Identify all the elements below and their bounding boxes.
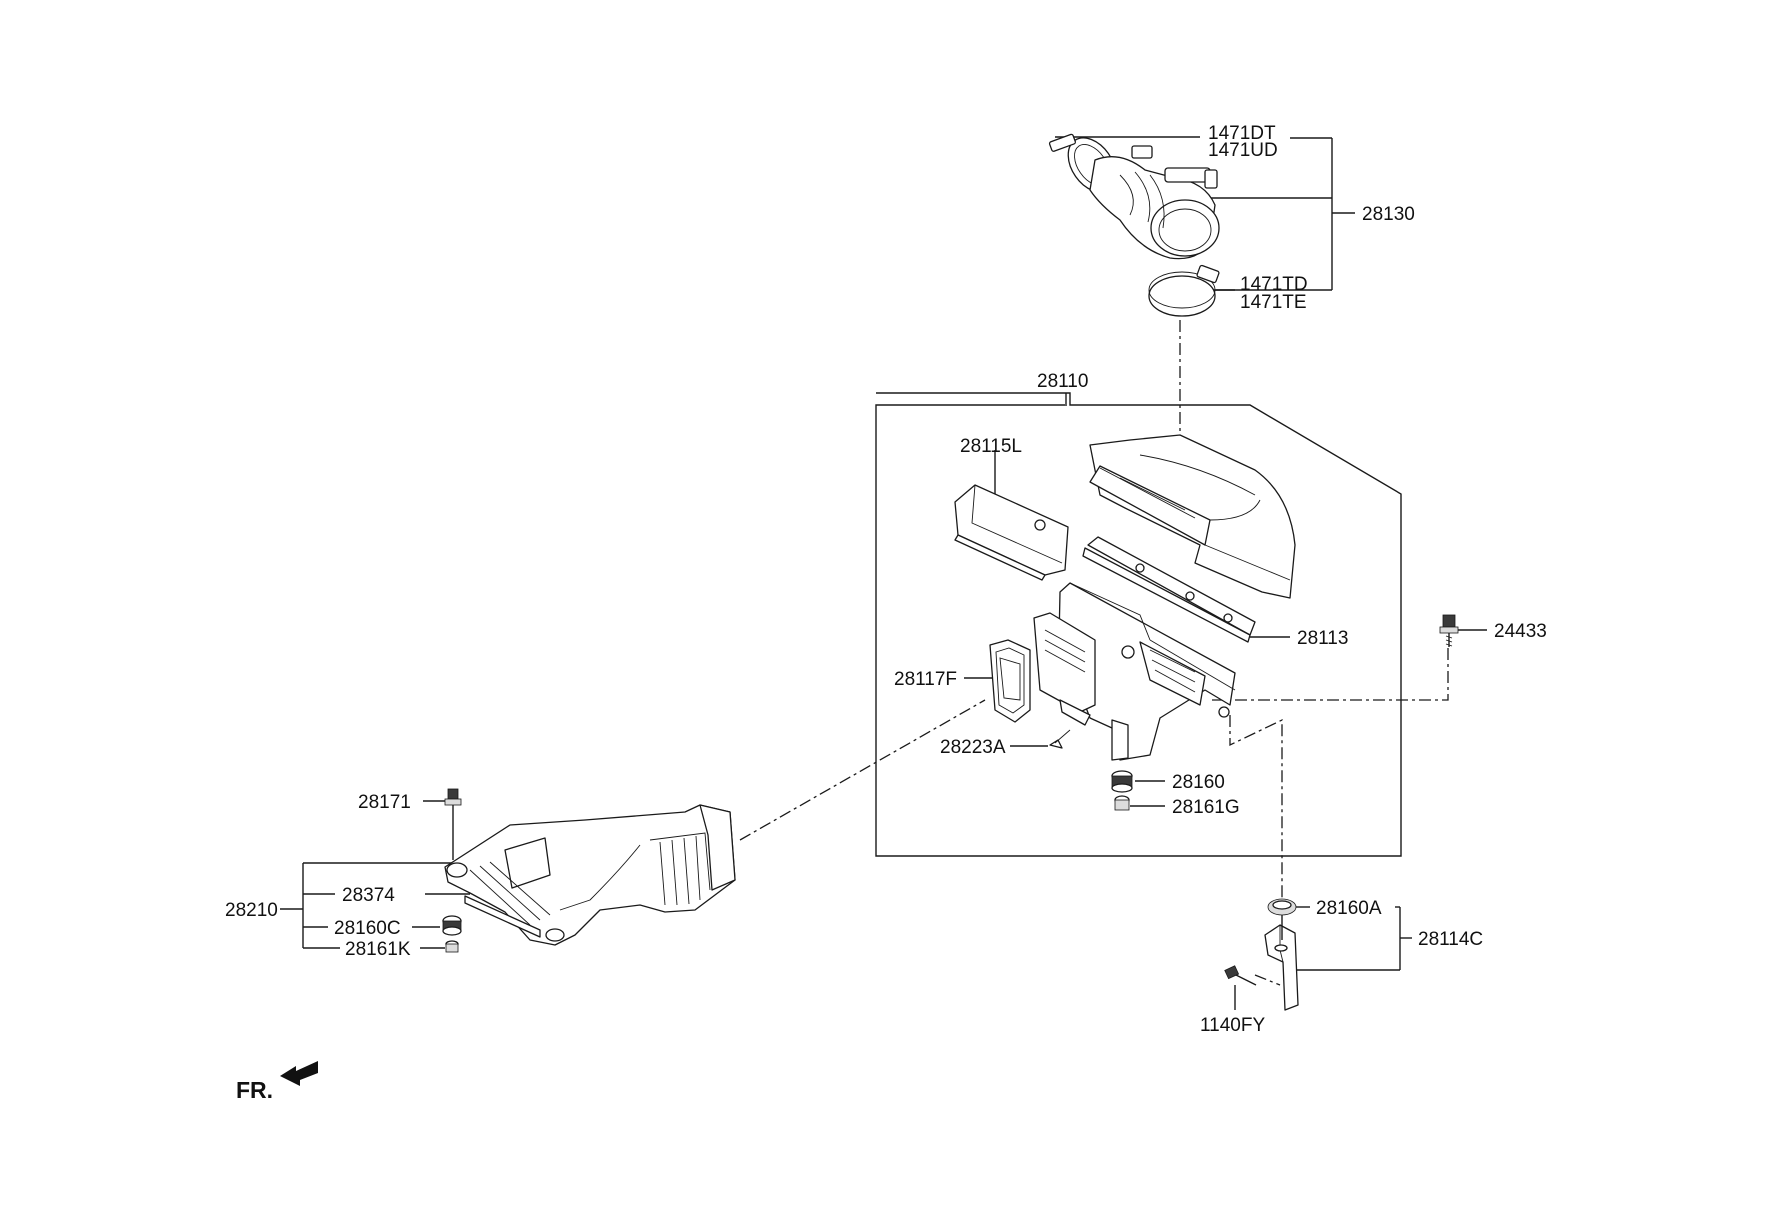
bolt-24433 (1439, 614, 1459, 647)
front-direction-arrow-icon (280, 1061, 318, 1086)
label-1471TE: 1471TE (1240, 292, 1307, 313)
label-28223A: 28223A (940, 737, 1006, 758)
label-28113: 28113 (1297, 628, 1348, 649)
grommet-28160 (1111, 770, 1133, 793)
seal-strip-28374 (464, 895, 541, 938)
label-28160: 28160 (1172, 772, 1225, 793)
collar-28161G (1114, 795, 1130, 811)
label-28374: 28374 (342, 885, 395, 906)
air-duct-28210 (444, 804, 736, 946)
label-28117F: 28117F (894, 669, 957, 690)
label-1140FY: 1140FY (1200, 1015, 1265, 1036)
label-28210: 28210 (225, 900, 278, 921)
label-28161K: 28161K (345, 939, 411, 960)
label-28115L: 28115L (960, 436, 1022, 457)
grommet-28160C (442, 915, 462, 936)
air-cleaner-upper-body (1089, 434, 1296, 599)
leader-lines (280, 136, 1487, 1010)
label-1471TD: 1471TD (1240, 274, 1308, 295)
bolt-28171 (444, 788, 462, 860)
pin-28223A (1049, 729, 1071, 749)
label-28171: 28171 (358, 792, 411, 813)
gasket-28117F (989, 639, 1031, 723)
front-indicator-label: FR. (236, 1077, 273, 1103)
part-labels: 1471DT 1471UD 28130 1471TD 1471TE 28110 … (225, 123, 1547, 1103)
label-1471DT: 1471DT (1208, 123, 1276, 144)
label-28160A: 28160A (1316, 898, 1382, 919)
collar-28161K (445, 940, 459, 953)
air-cleaner-lower-body (1033, 582, 1236, 761)
label-24433: 24433 (1494, 621, 1547, 642)
duct-cover-28115L (954, 484, 1069, 581)
intake-hose-28130 (1048, 133, 1220, 260)
alignment-dashes (739, 320, 1283, 986)
bracket-28114C (1264, 915, 1299, 1011)
label-28160C: 28160C (334, 918, 401, 939)
label-28130: 28130 (1362, 204, 1415, 225)
label-28114C: 28114C (1418, 929, 1483, 950)
label-28110: 28110 (1037, 371, 1088, 392)
grommet-28160A (1267, 898, 1297, 916)
filter-element-28113 (1082, 536, 1256, 643)
label-1471UD: 1471UD (1208, 140, 1278, 161)
bolt-1140FY (1224, 965, 1257, 986)
hose-clamp-1471TD (1148, 264, 1220, 317)
label-28161G: 28161G (1172, 797, 1240, 818)
